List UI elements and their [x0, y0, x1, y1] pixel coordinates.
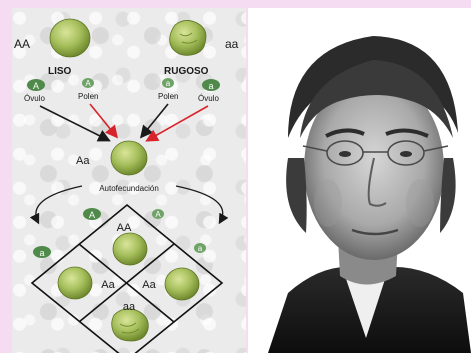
- f1-pea: [110, 140, 148, 176]
- curved-arrow-left: [29, 185, 83, 225]
- ovule-arrow-left: [39, 105, 111, 142]
- punnett-pea-right: [164, 267, 200, 301]
- punnett-pea-top: [112, 232, 148, 266]
- punnett-allele-badge-A-right: [152, 209, 164, 219]
- portrait-photo: [248, 8, 471, 353]
- genotype-AA-parent: AA: [14, 37, 30, 51]
- punnett-pea-left: [57, 266, 93, 300]
- label-rugoso: RUGOSO: [164, 66, 209, 77]
- punnett-allele-a-right: a: [198, 244, 203, 253]
- portrait-glasses: [302, 140, 449, 166]
- portrait-panel: [248, 8, 471, 353]
- portrait-mouth: [351, 228, 399, 236]
- punnett-genotype-top: AA: [117, 222, 132, 234]
- portrait-hair: [288, 36, 458, 138]
- allele-badge-pollen-a: [162, 78, 174, 88]
- pollen-label-right: Polen: [158, 92, 178, 101]
- genotype-f1: Aa: [76, 155, 90, 167]
- allele-a-ovule: a: [208, 81, 213, 91]
- ovule-label-left: Óvulo: [24, 94, 45, 103]
- self-fertilization-label: Autofecundación: [99, 184, 159, 193]
- punnett-allele-badge-A-left: [83, 208, 101, 220]
- punnett-allele-a-left: a: [39, 248, 44, 258]
- punnett-allele-badge-a-left: [33, 246, 51, 258]
- pollen-arrow-right: [145, 105, 209, 142]
- punnett-allele-A-right: A: [155, 210, 161, 219]
- allele-badge-ovule-a: [202, 79, 220, 91]
- curved-arrow-right: [175, 185, 229, 225]
- mendel-cross-diagram: AA aa LISO RUGOSO A A a a Óvulo Polen Po…: [14, 18, 239, 353]
- punnett-square: [30, 203, 224, 353]
- punnett-genotype-right: Aa: [142, 279, 156, 291]
- pollen-label-left: Polen: [78, 92, 98, 101]
- punnett-genotype-left: Aa: [101, 279, 115, 291]
- allele-A-pollen: A: [85, 79, 91, 88]
- punnett-allele-A-left: A: [89, 210, 95, 220]
- allele-badge-ovule-A: [27, 79, 45, 91]
- punnett-genotype-bottom: aa: [123, 301, 136, 313]
- allele-A-ovule: A: [33, 81, 39, 91]
- genetics-diagram-panel: AA aa LISO RUGOSO A A a a Óvulo Polen Po…: [12, 8, 246, 353]
- portrait-face: [304, 76, 444, 260]
- label-liso: LISO: [48, 66, 72, 77]
- punnett-allele-badge-a-right: [194, 243, 206, 253]
- wrinkled-pea-parent: [169, 20, 207, 56]
- allele-a-pollen: a: [166, 79, 171, 88]
- punnett-pea-bottom-wrinkled: [111, 308, 149, 342]
- portrait-collar: [343, 270, 388, 338]
- allele-badge-pollen-A: [82, 78, 94, 88]
- genotype-aa-parent: aa: [225, 37, 239, 51]
- smooth-pea-parent: [49, 18, 91, 58]
- pollen-arrow-left: [89, 103, 119, 139]
- ovule-label-right: Óvulo: [198, 94, 219, 103]
